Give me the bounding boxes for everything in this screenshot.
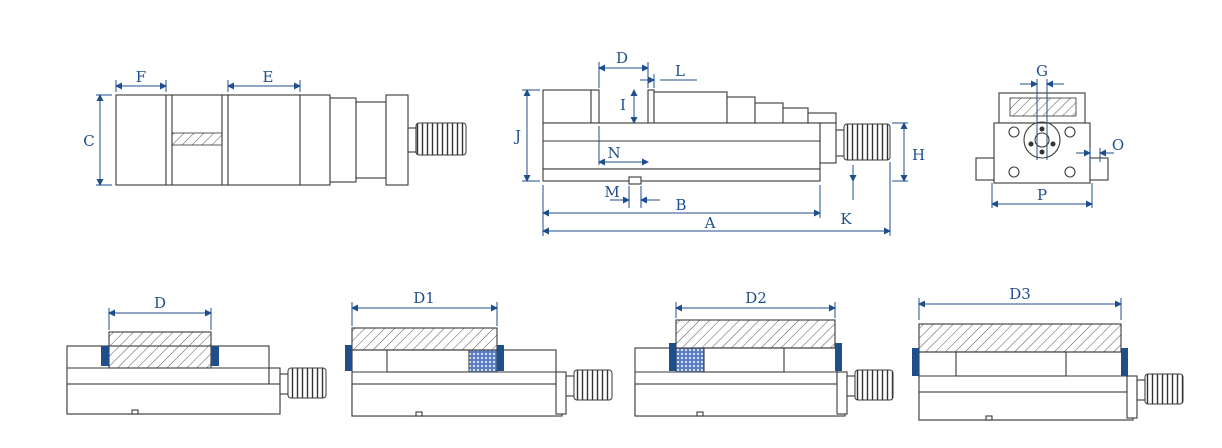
label-h: H — [912, 146, 925, 164]
dimension-c: C — [83, 94, 112, 186]
label-b: B — [675, 196, 686, 214]
dimension-h: H — [892, 122, 925, 182]
dimension-a: A — [542, 162, 891, 236]
label-k: K — [840, 210, 852, 228]
dimension-d2: D2 — [675, 289, 836, 318]
label-i: I — [620, 96, 626, 114]
top-view — [115, 94, 467, 186]
label-d: D — [616, 49, 628, 67]
dimension-e: E — [227, 68, 301, 92]
dimension-f: F — [115, 68, 167, 92]
label-l: L — [675, 62, 685, 80]
dimension-m: M — [604, 183, 660, 208]
dimension-d1: D1 — [351, 289, 498, 326]
dimension-d-config: D — [108, 294, 212, 330]
label-c: C — [83, 132, 94, 150]
dimension-p: P — [991, 183, 1093, 208]
config-d1 — [345, 327, 613, 417]
end-view — [975, 92, 1109, 184]
dimension-d-side: D — [598, 49, 649, 88]
config-d — [66, 331, 327, 415]
dimension-b: B — [542, 185, 821, 236]
dimension-k: K — [840, 165, 857, 228]
dimension-l: L — [640, 62, 697, 88]
label-d1: D1 — [413, 289, 435, 307]
label-p: P — [1037, 186, 1047, 204]
config-d2 — [634, 319, 894, 417]
side-view — [542, 89, 891, 185]
label-f: F — [136, 68, 146, 86]
label-j: J — [513, 127, 521, 145]
dimension-d3: D3 — [918, 285, 1122, 320]
label-d2: D2 — [745, 289, 767, 307]
dimension-g: G — [1020, 62, 1064, 160]
config-d3 — [912, 323, 1184, 421]
label-d3: D3 — [1009, 285, 1031, 303]
label-a: A — [704, 214, 716, 232]
label-o: O — [1112, 136, 1124, 154]
label-config-d: D — [154, 294, 166, 312]
dimension-n: N — [598, 126, 649, 166]
dimension-i: I — [620, 89, 638, 124]
dimension-o: O — [1076, 136, 1124, 162]
dimension-j: J — [513, 89, 540, 182]
label-n: N — [607, 144, 620, 162]
label-g: G — [1036, 62, 1048, 80]
label-m: M — [604, 183, 619, 201]
label-e: E — [263, 68, 274, 86]
